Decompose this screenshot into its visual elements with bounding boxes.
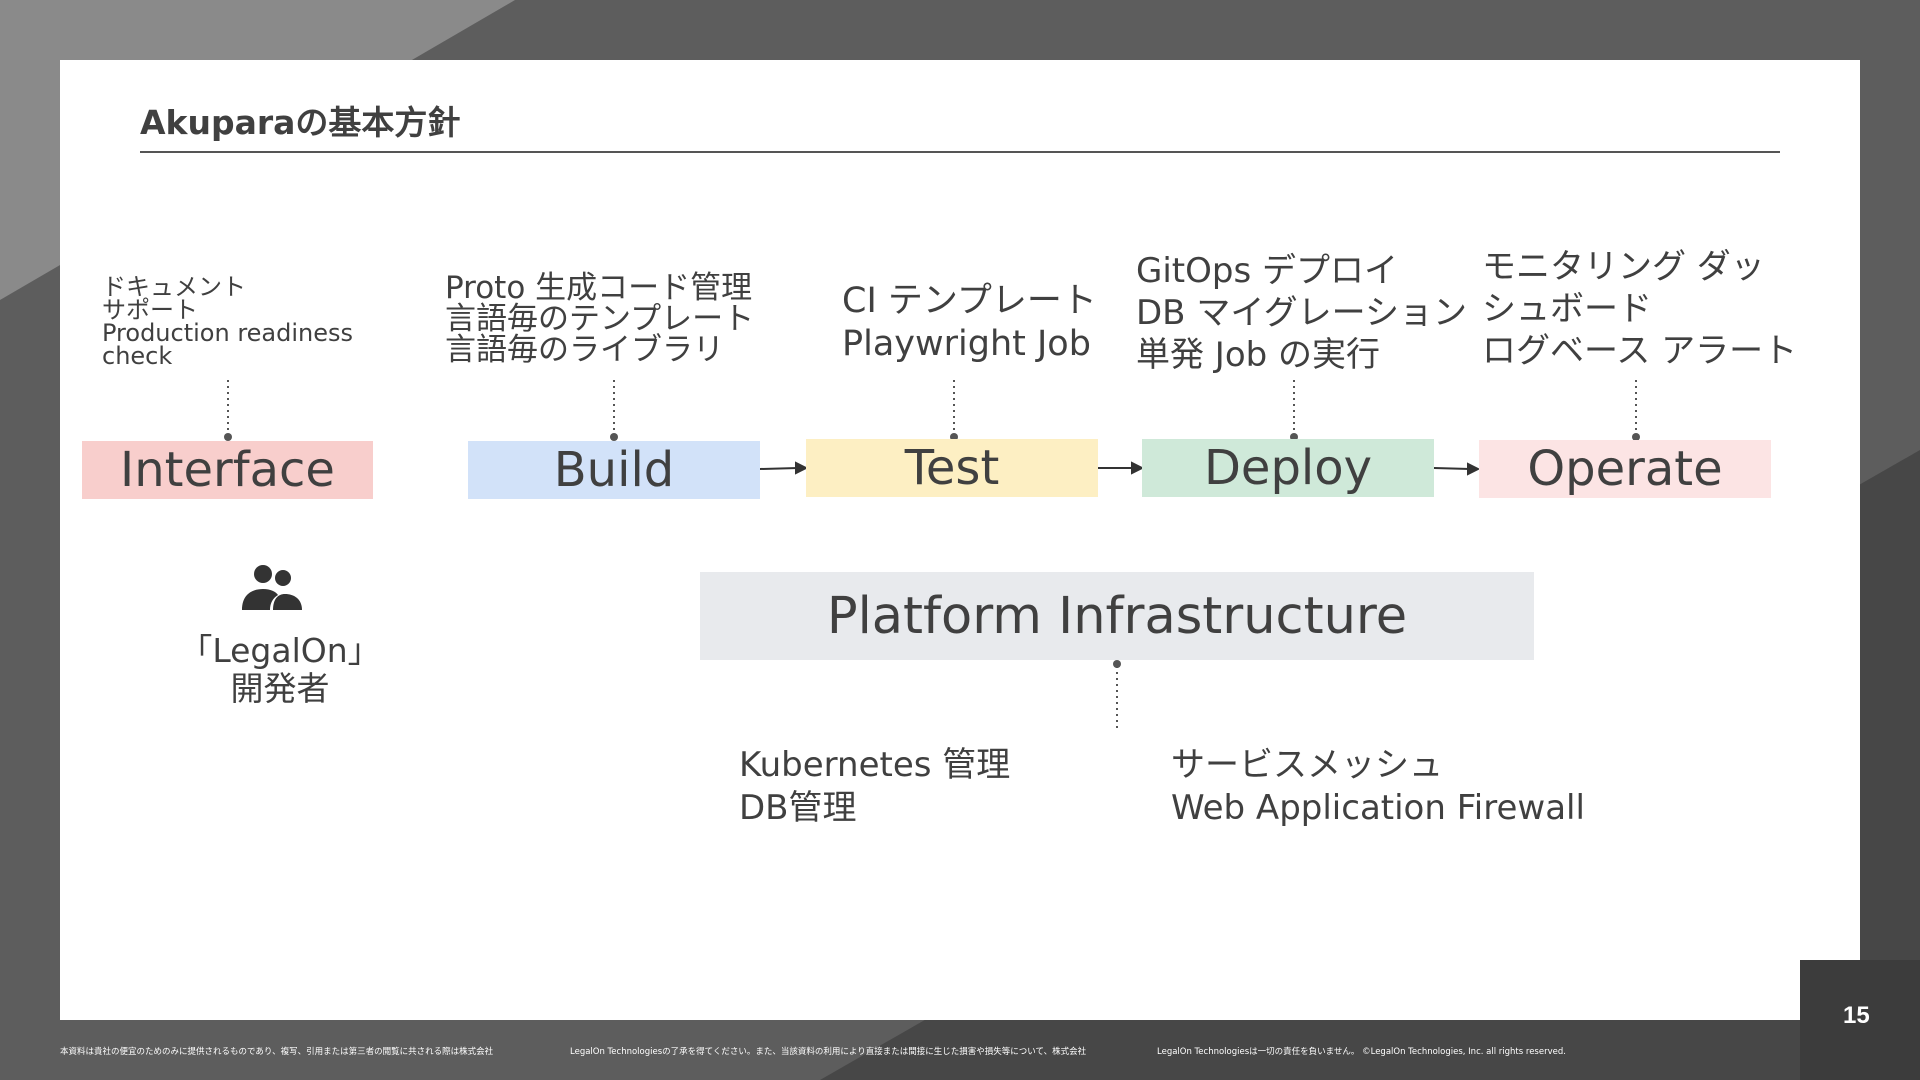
people-icon [242, 565, 302, 610]
interface-note-3: Production readiness [102, 319, 354, 347]
operate-note-1: モニタリング ダッ [1482, 247, 1765, 287]
platform-note-left-2: DB管理 [739, 788, 857, 828]
slide-canvas [60, 60, 1860, 1020]
build-notes: Proto 生成コード管理 言語毎のテンプレート 言語毎のライブラリ [445, 273, 754, 366]
platform-infrastructure-label: Platform Infrastructure [826, 586, 1408, 646]
stage-operate: Operate [1479, 440, 1771, 498]
stage-operate-label: Operate [1527, 441, 1723, 497]
test-note-2: Playwright Job [842, 324, 1091, 364]
stage-interface-label: Interface [120, 442, 335, 498]
platform-notes-left: Kubernetes 管理 DB管理 [739, 744, 1010, 830]
platform-note-right-2: Web Application Firewall [1171, 788, 1585, 828]
slide-title: Akuparaの基本方針 [140, 103, 461, 142]
developer-label: 「LegalOn」 開発者 [150, 632, 410, 708]
platform-notes-right: サービスメッシュ Web Application Firewall [1171, 744, 1585, 830]
interface-note-4: check [102, 342, 173, 370]
deploy-note-1: GitOps デプロイ [1136, 251, 1398, 291]
platform-infrastructure-box: Platform Infrastructure [700, 572, 1534, 660]
platform-note-left-1: Kubernetes 管理 [739, 745, 1011, 785]
platform-note-right-1: サービスメッシュ [1171, 745, 1443, 785]
page-number: 15 [1843, 1002, 1870, 1029]
developer-label-line2: 開発者 [230, 669, 330, 708]
build-note-3: 言語毎のライブラリ [445, 332, 724, 368]
stage-test: Test [806, 439, 1098, 497]
interface-notes: ドキュメント サポート Production readiness check [102, 273, 354, 370]
deploy-note-3: 単発 Job の実行 [1136, 335, 1381, 375]
page-number-badge [1800, 960, 1920, 1080]
stage-test-label: Test [904, 440, 1000, 496]
developer-label-line1: 「LegalOn」 [179, 631, 381, 670]
stage-deploy: Deploy [1142, 439, 1434, 497]
build-note-2: 言語毎のテンプレート [445, 301, 755, 337]
test-notes: CI テンプレート Playwright Job [842, 280, 1097, 366]
stage-build-label: Build [553, 442, 675, 498]
test-note-1: CI テンプレート [842, 281, 1097, 321]
stage-deploy-label: Deploy [1203, 440, 1373, 496]
build-note-1: Proto 生成コード管理 [445, 270, 753, 306]
stage-interface: Interface [82, 441, 373, 499]
stage-build: Build [468, 441, 760, 499]
title-underline [140, 151, 1780, 153]
footer-disclaimer-2: LegalOn Technologiesの了承を得てください。また、当該資料の利… [570, 1047, 1087, 1057]
deploy-note-2: DB マイグレーション [1136, 293, 1467, 333]
operate-notes: モニタリング ダッ シュボード ログベース アラート [1482, 246, 1797, 372]
interface-note-1: ドキュメント [102, 273, 246, 301]
deploy-notes: GitOps デプロイ DB マイグレーション 単発 Job の実行 [1136, 250, 1467, 376]
operate-note-2: シュボード [1482, 289, 1652, 329]
interface-note-2: サポート [102, 296, 198, 324]
footer-disclaimer-1: 本資料は貴社の便宜のためのみに提供されるものであり、複写、引用または第三者の閲覧… [60, 1047, 494, 1057]
operate-note-3: ログベース アラート [1482, 331, 1798, 371]
footer-disclaimer-3: LegalOn Technologiesは一切の責任を負いません。 ©Legal… [1157, 1047, 1566, 1057]
